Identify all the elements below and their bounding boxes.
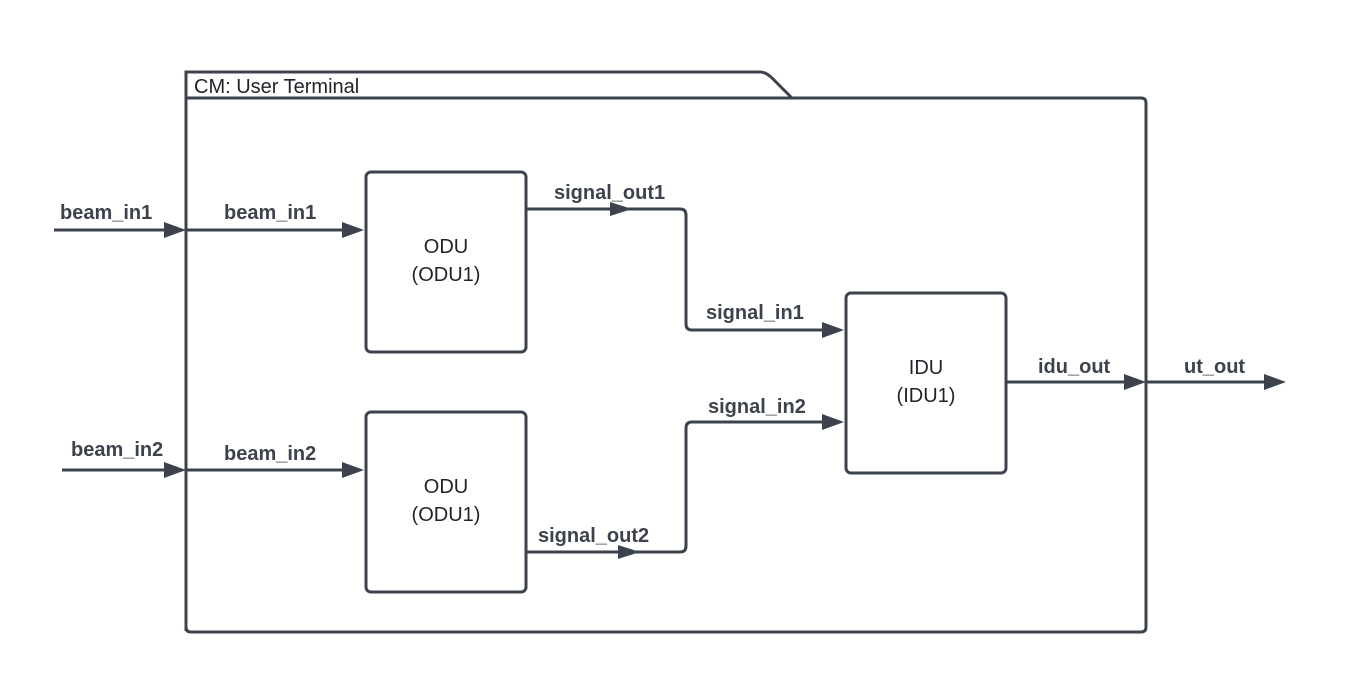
label-idu-out: idu_out — [1038, 356, 1111, 378]
label-ext-beam-in2: beam_in2 — [71, 439, 163, 461]
idu-block[interactable] — [844, 291, 1008, 475]
label-signal-out1: signal_out1 — [554, 182, 665, 204]
label-signal-in2: signal_in2 — [708, 396, 806, 418]
arrowhead-signal-out2 — [618, 545, 640, 559]
arrowhead-signal-in1 — [822, 322, 844, 338]
idu-name: IDU — [909, 357, 943, 379]
container-frame — [184, 70, 1148, 634]
arrowhead-ext-beam-in2 — [164, 462, 186, 478]
label-int-beam-in1: beam_in1 — [224, 202, 316, 224]
connector-signal-2[interactable] — [526, 420, 828, 554]
arrowhead-int-beam-in2 — [342, 462, 364, 478]
connector-signal-1[interactable] — [526, 207, 828, 332]
label-signal-in1: signal_in1 — [706, 302, 804, 324]
arrowhead-idu-out — [1124, 374, 1146, 390]
container-title: CM: User Terminal — [194, 76, 359, 98]
odu-bottom-instance: (ODU1) — [412, 504, 481, 526]
odu-block-bottom[interactable] — [364, 410, 528, 594]
odu-block-top[interactable] — [364, 170, 528, 354]
arrowhead-ext-beam-in1 — [164, 222, 186, 238]
odu-top-name: ODU — [424, 236, 468, 258]
label-ext-beam-in1: beam_in1 — [60, 202, 152, 224]
idu-instance: (IDU1) — [897, 385, 956, 407]
arrowhead-signal-in2 — [822, 414, 844, 430]
odu-top-instance: (ODU1) — [412, 264, 481, 286]
label-ut-out: ut_out — [1184, 356, 1245, 378]
arrowhead-signal-out1 — [610, 202, 632, 216]
arrowhead-ut-out — [1264, 374, 1286, 390]
arrowhead-int-beam-in1 — [342, 222, 364, 238]
label-int-beam-in2: beam_in2 — [224, 443, 316, 465]
label-signal-out2: signal_out2 — [538, 525, 649, 547]
odu-bottom-name: ODU — [424, 476, 468, 498]
